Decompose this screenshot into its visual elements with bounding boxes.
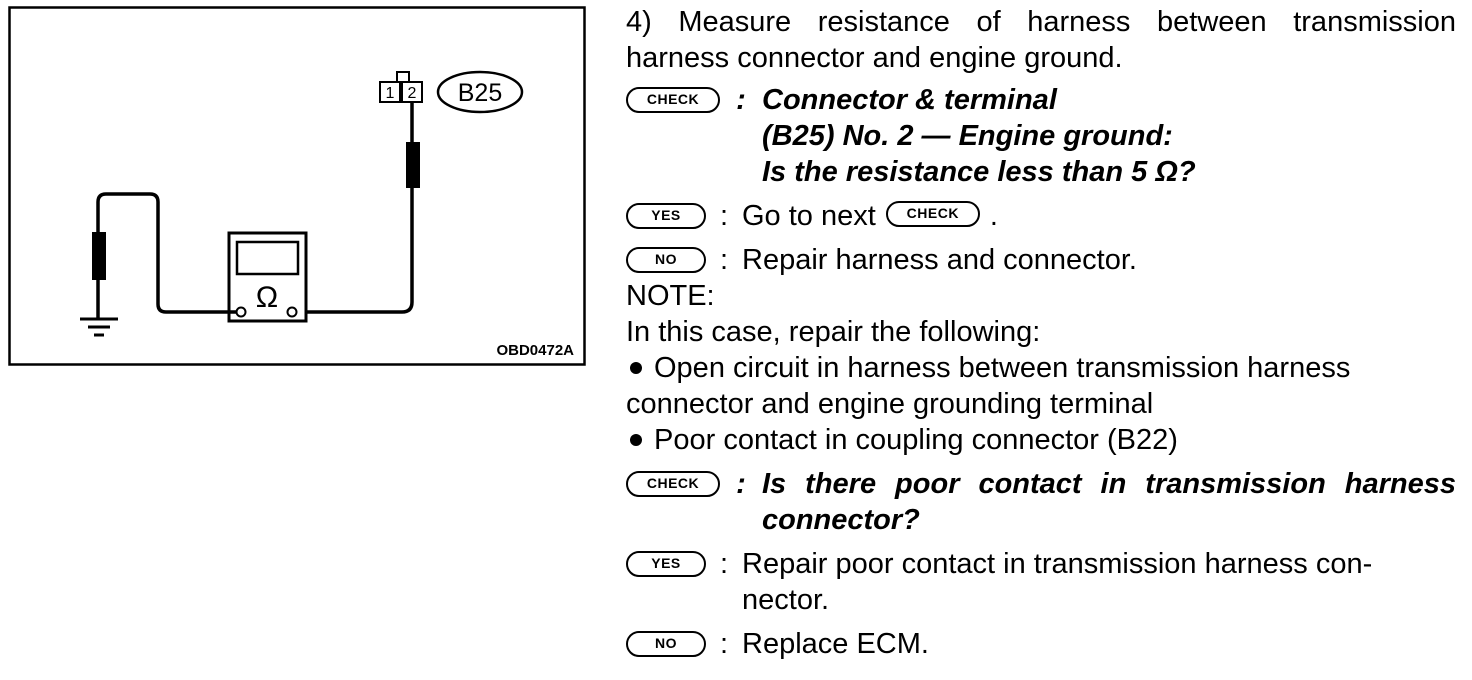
check-2-colon: :	[736, 468, 746, 500]
no-2-text: Replace ECM.	[742, 628, 929, 660]
figure-code: OBD0472A	[496, 342, 574, 359]
procedure-content: 4) Measure resistance of harness between…	[626, 4, 1456, 662]
left-probe-lead	[92, 192, 237, 318]
yes-1-text-before: Go to next	[742, 200, 876, 232]
ohmmeter-right-terminal	[286, 306, 298, 318]
note-intro: In this case, repair the following:	[626, 316, 1041, 348]
yes-badge: YES	[626, 203, 706, 229]
note-item-1-text: Open circuit in harness between transmis…	[626, 352, 1351, 420]
connector-latch	[396, 71, 410, 83]
ohm-symbol: Ω	[256, 281, 278, 314]
note-item-2-text: Poor contact in coupling connector (B22)	[654, 424, 1178, 456]
yes-badge: YES	[626, 551, 706, 577]
no-2-colon: :	[719, 628, 729, 660]
right-probe-lead	[297, 102, 420, 314]
no-row-1: NO : Repair harness and connector.	[626, 242, 1456, 278]
ohmmeter-left-terminal	[235, 306, 247, 318]
check-badge: CHECK	[626, 471, 720, 497]
no-badge: NO	[626, 247, 706, 273]
connector-id-ellipse	[436, 70, 524, 114]
yes-1-text: Go to next CHECK.	[742, 198, 1456, 234]
yes-2-text: Repair poor contact in transmission harn…	[742, 548, 1373, 616]
right-probe-body	[406, 142, 420, 188]
check-1-text: Connector & terminal (B25) No. 2 — Engin…	[762, 82, 1456, 190]
note-item-2: Poor contact in coupling connector (B22)	[626, 422, 1456, 458]
no-row-2: NO : Replace ECM.	[626, 626, 1456, 662]
inline-check-badge: CHECK	[885, 201, 980, 228]
check-2-text: Is there poor contact in transmission ha…	[762, 468, 1456, 536]
note-heading: NOTE:	[626, 280, 715, 312]
ohmmeter: Ω	[227, 231, 308, 323]
ohmmeter-display	[235, 240, 300, 276]
note-item-1: Open circuit in harness between transmis…	[626, 350, 1456, 422]
no-1-text: Repair harness and connector.	[742, 244, 1137, 276]
wiring-diagram: 1 2 B25 Ω	[8, 6, 586, 366]
no-badge: NO	[626, 631, 706, 657]
bullet-icon	[630, 434, 642, 446]
step-instruction: 4) Measure resistance of harness between…	[626, 6, 1456, 74]
check-badge: CHECK	[626, 87, 720, 113]
connector-b25: 1 2 B25	[379, 70, 524, 114]
check-row-2: CHECK : Is there poor contact in transmi…	[626, 466, 1456, 538]
left-probe-body	[92, 232, 106, 280]
check-1-line-3: Is the resistance less than 5 Ω?	[762, 156, 1196, 188]
no-1-colon: :	[719, 244, 729, 276]
yes-1-text-after: .	[989, 200, 998, 232]
yes-1-colon: :	[719, 200, 729, 232]
check-1-line-1: Connector & terminal	[762, 84, 1057, 116]
check-1-colon: :	[736, 84, 746, 116]
check-1-line-2: (B25) No. 2 — Engine ground:	[762, 120, 1173, 152]
bullet-icon	[630, 362, 642, 374]
connector-id-label: B25	[458, 79, 502, 107]
ground-symbol	[80, 317, 118, 337]
connector-pin-1-label: 1	[386, 85, 395, 102]
yes-2-colon: :	[719, 548, 729, 580]
yes-row-2: YES : Repair poor contact in transmissio…	[626, 546, 1456, 618]
connector-pin-2-label: 2	[408, 85, 417, 102]
yes-row-1: YES : Go to next CHECK.	[626, 198, 1456, 234]
check-row-1: CHECK : Connector & terminal (B25) No. 2…	[626, 82, 1456, 190]
connector-pin-1-box	[379, 81, 401, 103]
diagram-svg: 1 2 B25 Ω	[8, 6, 586, 366]
